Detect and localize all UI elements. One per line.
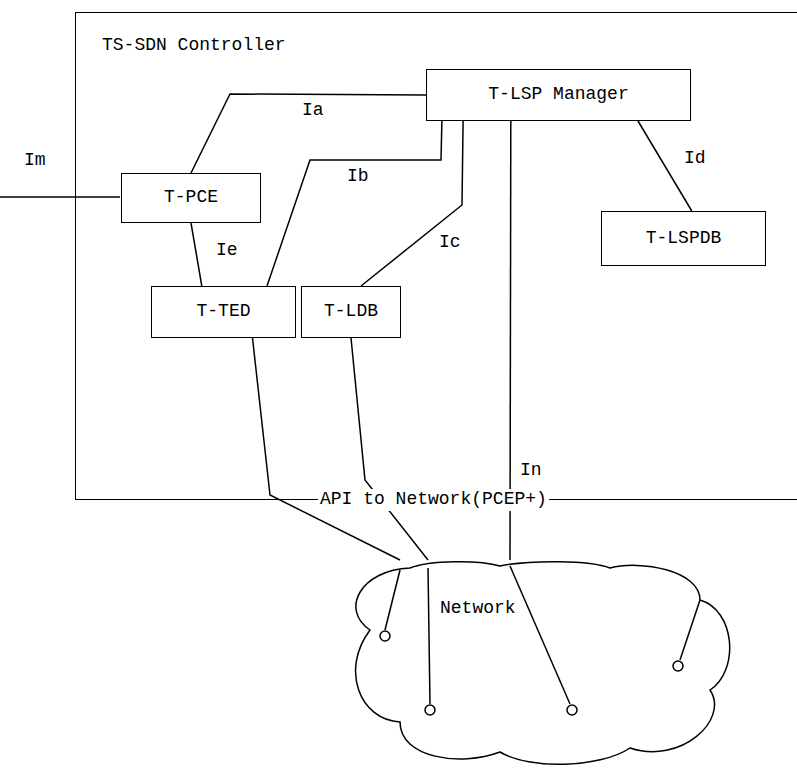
network-element xyxy=(380,631,390,641)
node-label: T-LSP Manager xyxy=(488,84,628,106)
cloud-outline xyxy=(340,560,740,770)
cloud-shape xyxy=(356,562,730,765)
interface-line xyxy=(361,121,463,286)
interface-line xyxy=(267,121,442,286)
network-link xyxy=(385,570,400,630)
node-label: T-TED xyxy=(196,301,250,323)
interface-name: Ia xyxy=(300,100,326,122)
network-link xyxy=(510,566,570,704)
interface-name: Ic xyxy=(437,232,463,254)
interface-name: In xyxy=(518,460,544,482)
node-label: T-LSPDB xyxy=(646,228,722,250)
interface-line xyxy=(191,94,426,173)
ted-box: T-TED xyxy=(151,286,296,338)
network-link xyxy=(428,568,430,704)
annotation-label: API to Network(PCEP+) xyxy=(318,489,549,511)
interface-line xyxy=(351,338,428,560)
interface-line xyxy=(253,338,401,560)
node-label: TS-SDN Controller xyxy=(102,35,286,57)
interface-name: Ie xyxy=(214,240,240,262)
interface-name: Id xyxy=(682,148,708,170)
network-link xyxy=(680,600,700,660)
lspdb-box: T-LSPDB xyxy=(601,211,766,266)
external-interface-line xyxy=(0,196,120,198)
pce-box: T-PCE xyxy=(121,173,261,223)
node-label: Network xyxy=(440,598,516,620)
network-element xyxy=(567,705,577,715)
network-cloud: Network xyxy=(340,560,740,770)
node-label: T-LDB xyxy=(324,301,378,323)
manager-box: T-LSP Manager xyxy=(426,69,691,121)
annotation-label: Im xyxy=(22,150,48,172)
network-element xyxy=(673,661,683,671)
network-element xyxy=(425,705,435,715)
interface-name: Ib xyxy=(345,166,371,188)
interface-line xyxy=(191,223,202,286)
node-label: T-PCE xyxy=(164,187,218,209)
controller-box: TS-SDN ControllerT-LSP ManagerT-PCE T-LSP… xyxy=(75,12,797,500)
ldb-box: T-LDB xyxy=(301,286,401,338)
